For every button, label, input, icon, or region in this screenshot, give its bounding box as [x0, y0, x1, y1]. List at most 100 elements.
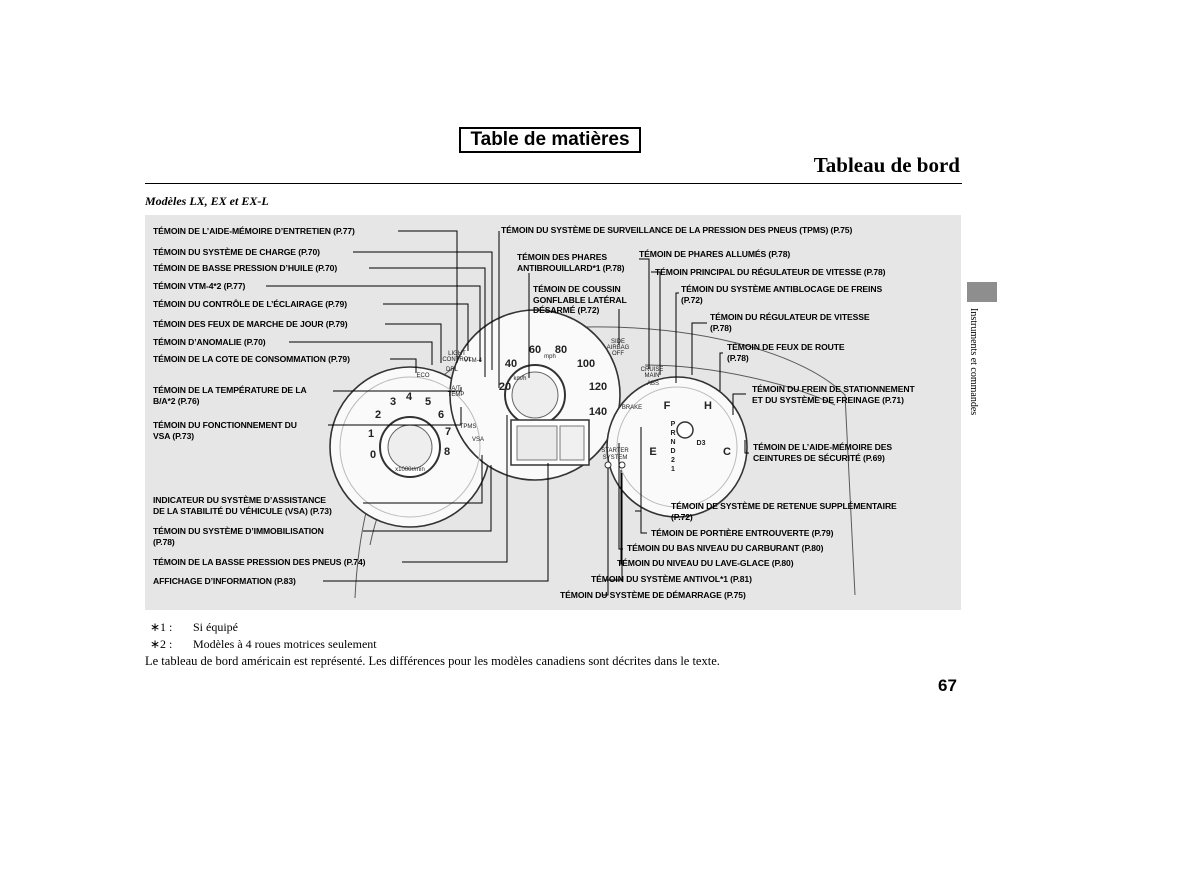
- svg-text:120: 120: [589, 381, 607, 393]
- label-cruise-main: TÉMOIN PRINCIPAL DU RÉGULATEUR DE VITESS…: [655, 267, 886, 277]
- svg-text:D: D: [670, 448, 675, 455]
- label-abs-line2: (P.72): [681, 295, 703, 305]
- svg-text:mph: mph: [544, 354, 556, 360]
- label-vsa-activation-line1: TÉMOIN DU FONCTIONNEMENT DU: [153, 420, 297, 430]
- svg-text:7: 7: [445, 426, 451, 438]
- svg-text:BRAKE: BRAKE: [622, 405, 642, 411]
- svg-text:1: 1: [671, 466, 675, 473]
- svg-text:3: 3: [390, 396, 396, 408]
- svg-text:4: 4: [406, 391, 413, 403]
- svg-text:TPMS: TPMS: [460, 424, 477, 430]
- label-door-open: TÉMOIN DE PORTIÈRE ENTROUVERTE (P.79): [651, 528, 834, 538]
- svg-text:VTM-4: VTM-4: [464, 358, 483, 364]
- fuel-temp-gauge: [606, 376, 748, 518]
- label-immobilizer-line2: (P.78): [153, 537, 175, 547]
- label-daytime-running-lights: TÉMOIN DES FEUX DE MARCHE DE JOUR (P.79): [153, 319, 348, 329]
- label-information-display: AFFICHAGE D’INFORMATION (P.83): [153, 576, 296, 586]
- label-maintenance-reminder: TÉMOIN DE L’AIDE-MÉMOIRE D’ENTRETIEN (P.…: [153, 226, 355, 236]
- section-tab-marker[interactable]: [967, 282, 997, 302]
- svg-text:km/h: km/h: [513, 376, 526, 382]
- svg-text:80: 80: [555, 344, 567, 356]
- label-cruise-control-line1: TÉMOIN DU RÉGULATEUR DE VITESSE: [710, 312, 870, 322]
- label-fog-lights-line2: ANTIBROUILLARD*1 (P.78): [517, 263, 625, 273]
- label-low-oil-pressure: TÉMOIN DE BASSE PRESSION D’HUILE (P.70): [153, 263, 338, 273]
- label-srs-line2: (P.72): [671, 512, 693, 522]
- svg-text:R: R: [670, 430, 675, 437]
- label-side-airbag-line1: TÉMOIN DE COUSSIN: [533, 284, 621, 294]
- svg-text:CRUISE: CRUISE: [641, 367, 664, 373]
- label-immobilizer-line1: TÉMOIN DU SYSTÈME D’IMMOBILISATION: [153, 526, 324, 536]
- svg-text:D3: D3: [697, 440, 706, 447]
- label-low-fuel: TÉMOIN DU BAS NIVEAU DU CARBURANT (P.80): [627, 543, 824, 553]
- page-title: Tableau de bord: [813, 153, 960, 177]
- svg-text:STARTER: STARTER: [601, 448, 629, 454]
- page-number: 67: [938, 676, 957, 695]
- label-parking-brake-line1: TÉMOIN DU FREIN DE STATIONNEMENT: [752, 384, 915, 394]
- svg-text:2: 2: [671, 457, 675, 464]
- svg-text:H: H: [704, 400, 712, 412]
- table-of-contents-button[interactable]: Table de matières: [459, 127, 641, 153]
- svg-text:VSA: VSA: [472, 437, 484, 443]
- label-vsa-system-line1: INDICATEUR DU SYSTÈME D’ASSISTANCE: [153, 495, 326, 505]
- label-side-airbag-line3: DÉSARMÉ (P.72): [533, 305, 600, 315]
- svg-text:P: P: [671, 421, 676, 428]
- svg-text:1: 1: [368, 428, 374, 440]
- label-charging-system: TÉMOIN DU SYSTÈME DE CHARGE (P.70): [153, 247, 320, 257]
- section-side-label: Instruments et commandes: [968, 308, 979, 416]
- label-high-beam-line2: (P.78): [727, 353, 749, 363]
- label-at-temperature-line1: TÉMOIN DE LA TEMPÉRATURE DE LA: [153, 385, 307, 395]
- label-srs-line1: TÉMOIN DE SYSTÈME DE RETENUE SUPPLÉMENTA…: [671, 501, 897, 511]
- label-vtm4: TÉMOIN VTM-4*2 (P.77): [153, 281, 246, 291]
- label-vsa-activation-line2: VSA (P.73): [153, 431, 195, 441]
- svg-text:ABS: ABS: [647, 381, 659, 387]
- svg-text:60: 60: [529, 344, 541, 356]
- svg-text:0: 0: [370, 449, 376, 461]
- svg-text:A/T: A/T: [451, 386, 461, 392]
- label-lighting-control: TÉMOIN DU CONTRÔLE DE L’ÉCLAIRAGE (P.79): [153, 299, 347, 309]
- svg-text:E: E: [649, 446, 656, 458]
- svg-text:SIDE: SIDE: [611, 339, 625, 345]
- title-divider: [145, 183, 962, 184]
- svg-text:5: 5: [425, 396, 431, 408]
- label-seatbelt-line1: TÉMOIN DE L’AIDE-MÉMOIRE DES: [753, 442, 893, 452]
- svg-text:OFF: OFF: [612, 351, 624, 357]
- models-caption: Modèles LX, EX et EX-L: [145, 194, 269, 208]
- svg-text:DRL: DRL: [446, 367, 459, 373]
- label-starter-system: TÉMOIN DU SYSTÈME DE DÉMARRAGE (P.75): [560, 590, 746, 600]
- svg-text:SYSTEM: SYSTEM: [603, 455, 628, 461]
- svg-text:2: 2: [375, 409, 381, 421]
- label-side-airbag-line2: GONFLABLE LATÉRAL: [533, 295, 627, 305]
- footnote-2: ∗2 :Modèles à 4 roues motrices seulement: [150, 637, 377, 651]
- svg-text:x1000r/min: x1000r/min: [395, 467, 425, 473]
- label-abs-line1: TÉMOIN DU SYSTÈME ANTIBLOCAGE DE FREINS: [681, 284, 883, 294]
- svg-text:20: 20: [499, 381, 511, 393]
- label-seatbelt-line2: CEINTURES DE SÉCURITÉ (P.69): [753, 453, 885, 463]
- svg-text:140: 140: [589, 406, 607, 418]
- svg-text:100: 100: [577, 358, 595, 370]
- footnote-1: ∗1 :Si équipé: [150, 620, 238, 634]
- svg-text:8: 8: [444, 446, 450, 458]
- svg-text:6: 6: [438, 409, 444, 421]
- svg-text:N: N: [670, 439, 675, 446]
- svg-text:MAIN: MAIN: [645, 373, 660, 379]
- label-washer-fluid: TÉMOIN DU NIVEAU DU LAVE-GLACE (P.80): [617, 558, 794, 568]
- svg-text:ECO: ECO: [416, 373, 429, 379]
- label-high-beam-line1: TÉMOIN DE FEUX DE ROUTE: [727, 342, 845, 352]
- svg-text:40: 40: [505, 358, 517, 370]
- label-parking-brake-line2: ET DU SYSTÈME DE FREINAGE (P.71): [752, 395, 904, 405]
- svg-text:F: F: [664, 400, 671, 412]
- label-lights-on: TÉMOIN DE PHARES ALLUMÉS (P.78): [639, 249, 791, 259]
- label-malfunction: TÉMOIN D’ANOMALIE (P.70): [153, 337, 266, 347]
- label-fog-lights-line1: TÉMOIN DES PHARES: [517, 252, 607, 262]
- label-eco-indicator: TÉMOIN DE LA COTE DE CONSOMMATION (P.79): [153, 354, 350, 364]
- label-at-temperature-line2: B/A*2 (P.76): [153, 396, 200, 406]
- svg-text:C: C: [723, 446, 731, 458]
- svg-text:AIRBAG: AIRBAG: [607, 345, 630, 351]
- label-low-tire-pressure: TÉMOIN DE LA BASSE PRESSION DES PNEUS (P…: [153, 557, 366, 567]
- label-tpms-system: TÉMOIN DU SYSTÈME DE SURVEILLANCE DE LA …: [501, 225, 853, 235]
- label-cruise-control-line2: (P.78): [710, 323, 732, 333]
- label-security-system: TÉMOIN DU SYSTÈME ANTIVOL*1 (P.81): [591, 574, 752, 584]
- label-vsa-system-line2: DE LA STABILITÉ DU VÉHICULE (VSA) (P.73): [153, 506, 332, 516]
